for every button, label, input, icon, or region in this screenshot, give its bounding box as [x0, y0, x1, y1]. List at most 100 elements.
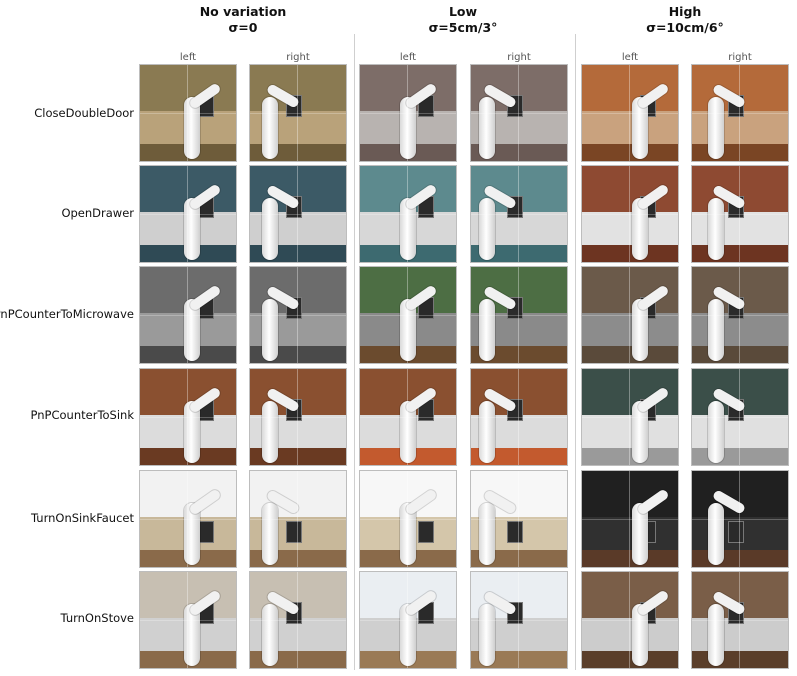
- scene-object: [728, 521, 744, 543]
- robot-arm-icon: [479, 97, 495, 159]
- grid-line: [739, 369, 741, 465]
- grid-line: [692, 519, 788, 520]
- task-label: TurnOnSinkFaucet: [31, 511, 134, 525]
- robot-arm-icon: [479, 299, 495, 361]
- robot-arm-icon: [479, 604, 495, 666]
- grid-line: [582, 519, 678, 520]
- grid-line: [692, 417, 788, 418]
- grid-line: [471, 315, 567, 316]
- scene-object: [198, 521, 214, 543]
- grid-line: [629, 267, 631, 363]
- robot-arm-icon: [479, 198, 495, 260]
- scene-image: [470, 64, 568, 162]
- robot-arm-icon: [184, 503, 200, 565]
- robot-arm-icon: [400, 503, 416, 565]
- grid-line: [518, 369, 520, 465]
- scene-image: [581, 368, 679, 466]
- group-name: Low: [448, 4, 478, 19]
- scene-image: [359, 64, 457, 162]
- robot-arm-icon: [479, 401, 495, 463]
- scene-cabinet: [471, 244, 567, 262]
- grid-line: [739, 267, 741, 363]
- grid-line: [692, 315, 788, 316]
- robot-arm-icon: [708, 299, 724, 361]
- robot-arm-icon: [632, 97, 648, 159]
- grid-line: [739, 471, 741, 567]
- grid-line: [407, 471, 409, 567]
- robot-arm-icon: [632, 401, 648, 463]
- scene-image: [691, 571, 789, 669]
- grid-line: [297, 572, 299, 668]
- grid-line: [140, 113, 236, 114]
- robot-arm-icon: [184, 198, 200, 260]
- scene-image: [581, 571, 679, 669]
- robot-arm-icon: [262, 401, 278, 463]
- grid-line: [582, 113, 678, 114]
- grid-line: [187, 369, 189, 465]
- robot-arm-icon: [708, 401, 724, 463]
- robot-arm-icon: [262, 503, 278, 565]
- scene-image: [359, 470, 457, 568]
- robot-arm-icon: [708, 97, 724, 159]
- scene-image: [691, 165, 789, 263]
- robot-arm-icon: [400, 604, 416, 666]
- grid-line: [471, 214, 567, 215]
- grid-line: [360, 315, 456, 316]
- grid-line: [518, 65, 520, 161]
- camera-label-right: right: [507, 52, 531, 63]
- grid-line: [692, 113, 788, 114]
- grid-line: [187, 267, 189, 363]
- robot-arm-icon: [400, 401, 416, 463]
- grid-line: [140, 519, 236, 520]
- grid-line: [471, 519, 567, 520]
- grid-line: [250, 113, 346, 114]
- scene-object: [286, 521, 302, 543]
- scene-image: [581, 64, 679, 162]
- robot-arm-icon: [262, 299, 278, 361]
- grid-line: [250, 315, 346, 316]
- robot-arm-icon: [479, 503, 495, 565]
- scene-image: [139, 368, 237, 466]
- scene-image: [249, 165, 347, 263]
- group-separator: [575, 34, 576, 670]
- task-label: CloseDoubleDoor: [34, 106, 134, 120]
- scene-image: [249, 368, 347, 466]
- group-sigma: σ=10cm/6°: [646, 20, 724, 35]
- robot-arm-icon: [184, 604, 200, 666]
- camera-label-right: right: [728, 52, 752, 63]
- grid-line: [629, 166, 631, 262]
- grid-line: [582, 214, 678, 215]
- scene-cabinet: [471, 143, 567, 161]
- scene-image: [470, 266, 568, 364]
- robot-arm-icon: [632, 198, 648, 260]
- grid-line: [629, 369, 631, 465]
- scene-image: [691, 266, 789, 364]
- grid-line: [407, 166, 409, 262]
- grid-line: [407, 267, 409, 363]
- scene-image: [581, 266, 679, 364]
- grid-line: [297, 369, 299, 465]
- robot-arm-icon: [708, 198, 724, 260]
- scene-image: [470, 470, 568, 568]
- camera-label-left: left: [621, 52, 639, 63]
- grid-line: [297, 65, 299, 161]
- grid-line: [739, 65, 741, 161]
- scene-image: [359, 266, 457, 364]
- robot-arm-icon: [184, 299, 200, 361]
- robot-arm-icon: [184, 401, 200, 463]
- grid-line: [407, 572, 409, 668]
- grid-line: [471, 417, 567, 418]
- grid-line: [518, 166, 520, 262]
- scene-image: [359, 571, 457, 669]
- group-separator: [354, 34, 355, 670]
- grid-line: [471, 620, 567, 621]
- group-title-none: No variation σ=0: [138, 4, 348, 36]
- grid-line: [582, 620, 678, 621]
- scene-image: [691, 368, 789, 466]
- grid-line: [360, 620, 456, 621]
- grid-line: [360, 113, 456, 114]
- scene-image: [249, 64, 347, 162]
- grid-line: [250, 417, 346, 418]
- grid-line: [297, 166, 299, 262]
- grid-line: [187, 471, 189, 567]
